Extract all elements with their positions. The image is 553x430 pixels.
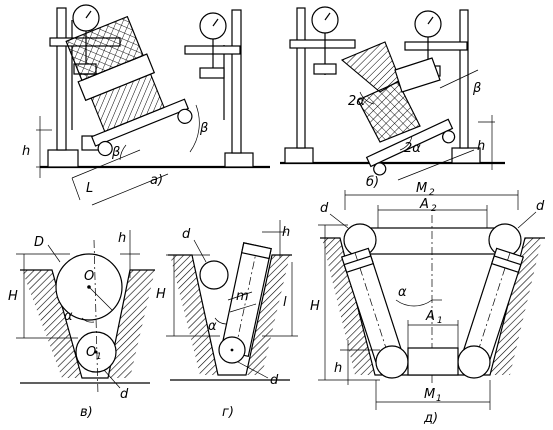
panel-g-label-l: l bbox=[283, 295, 287, 310]
panel-b-right-column bbox=[459, 9, 469, 149]
panel-b-label-2alpha-2: 2α bbox=[404, 141, 421, 156]
panel-a-sine-bar bbox=[65, 15, 193, 157]
panel-v: D O h H α O 1 d в) bbox=[8, 230, 155, 420]
panel-a-label-beta-1: β bbox=[111, 145, 120, 160]
panel-d-left-cylinder bbox=[340, 247, 404, 363]
panel-g-label-h: h bbox=[282, 225, 290, 240]
panel-v-label-d: d bbox=[120, 387, 129, 402]
panel-v-label-alpha: α bbox=[64, 309, 73, 324]
panel-a-part-upper bbox=[65, 15, 144, 82]
panel-v-label-O: O bbox=[84, 269, 94, 284]
panel-a-caption: а) bbox=[150, 173, 163, 188]
panel-v-left-wall bbox=[22, 270, 82, 378]
panel-d-label-M2: M bbox=[416, 181, 427, 196]
panel-b-part-block bbox=[357, 81, 421, 143]
panel-d-right-wall bbox=[490, 238, 542, 375]
panel-g-label-d: d bbox=[182, 227, 191, 242]
panel-d-bore-bottom bbox=[407, 347, 459, 376]
panel-d-label-h: h bbox=[334, 361, 342, 376]
panel-d-label-M1: M bbox=[424, 387, 435, 402]
panel-a-roller-right bbox=[177, 108, 193, 124]
panel-a-right-foot bbox=[224, 152, 254, 168]
panel-b-label-2alpha-1: 2α bbox=[348, 94, 365, 109]
panel-v-label-H: H bbox=[8, 289, 18, 304]
panel-g-label-m: m bbox=[236, 289, 249, 304]
panel-d-label-M1-sub: 1 bbox=[436, 394, 442, 404]
panel-b-caption: б) bbox=[366, 175, 379, 190]
panel-v-label-O1: O bbox=[86, 345, 96, 360]
panel-v-label-D: D bbox=[34, 235, 44, 250]
panel-a-left-foot bbox=[47, 149, 79, 168]
panel-d-bore-top bbox=[364, 227, 501, 255]
panel-g-upper-roller bbox=[199, 260, 229, 290]
panel-d-bottom-right-roller bbox=[457, 345, 491, 379]
panel-v-label-h: h bbox=[118, 231, 126, 246]
panel-g-label-d2: d bbox=[270, 373, 279, 388]
panel-v-caption: в) bbox=[80, 405, 93, 420]
panel-v-right-wall bbox=[108, 270, 155, 378]
panel-b-left-column bbox=[296, 7, 306, 149]
panel-v-label-O1-sub: 1 bbox=[96, 352, 102, 362]
panel-a-label-L: L bbox=[86, 181, 93, 196]
panel-d: M 2 A 2 d d bbox=[310, 181, 545, 426]
panel-g-label-alpha: α bbox=[208, 319, 217, 334]
panel-a-label-h: h bbox=[22, 144, 30, 159]
panel-d-label-A2-sub: 2 bbox=[431, 204, 437, 214]
panel-d-left-wall bbox=[322, 238, 375, 375]
panel-d-label-A2: A bbox=[419, 197, 429, 212]
panel-d-label-alpha: α bbox=[398, 285, 407, 300]
panel-d-caption: д) bbox=[423, 411, 438, 426]
panel-d-label-d-left: d bbox=[320, 201, 329, 216]
panel-d-right-cylinder bbox=[461, 247, 525, 363]
panel-a-label-beta-2: β bbox=[199, 121, 208, 136]
panel-d-label-H: H bbox=[310, 299, 320, 314]
panel-g-right-wall bbox=[246, 255, 290, 375]
panel-a: h β β L а) bbox=[22, 4, 270, 206]
panel-d-label-A1: A bbox=[425, 309, 435, 324]
panel-g-label-H: H bbox=[156, 287, 166, 302]
panel-d-label-A1-sub: 1 bbox=[437, 316, 443, 326]
panel-g-caption: г) bbox=[222, 405, 234, 420]
panel-b: h β 2α 2α б) bbox=[280, 6, 505, 190]
panel-d-label-M2-sub: 2 bbox=[429, 188, 435, 198]
panel-g: d h H m l α d г) bbox=[156, 220, 298, 420]
panel-a-roller-left bbox=[97, 140, 113, 157]
panel-g-left-wall bbox=[170, 255, 218, 375]
panel-b-label-beta: β bbox=[472, 81, 481, 96]
panel-d-bottom-left-roller bbox=[375, 345, 409, 379]
panel-b-label-h: h bbox=[477, 139, 485, 154]
panel-a-right-column bbox=[231, 9, 242, 154]
panel-a-left-column bbox=[56, 7, 67, 151]
panel-d-label-d-right: d bbox=[536, 199, 545, 214]
